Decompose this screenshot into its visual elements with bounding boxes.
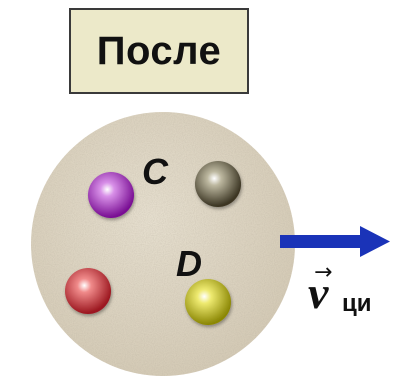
velocity-arrow-shaft — [280, 235, 361, 248]
ball-red — [65, 268, 111, 314]
velocity-arrow — [280, 226, 390, 257]
velocity-subscript: ци — [342, 290, 372, 317]
ball-label-d: D — [176, 243, 202, 284]
vector-arrow-icon: → — [314, 260, 333, 285]
ball-d — [185, 279, 231, 325]
ball-label-c: C — [142, 151, 169, 192]
ball-c — [88, 172, 134, 218]
velocity-arrow-head — [360, 226, 390, 257]
title-box: После — [69, 8, 249, 94]
velocity-symbol: v — [308, 267, 329, 318]
title-text: После — [96, 28, 222, 73]
ball-dark — [195, 161, 241, 207]
